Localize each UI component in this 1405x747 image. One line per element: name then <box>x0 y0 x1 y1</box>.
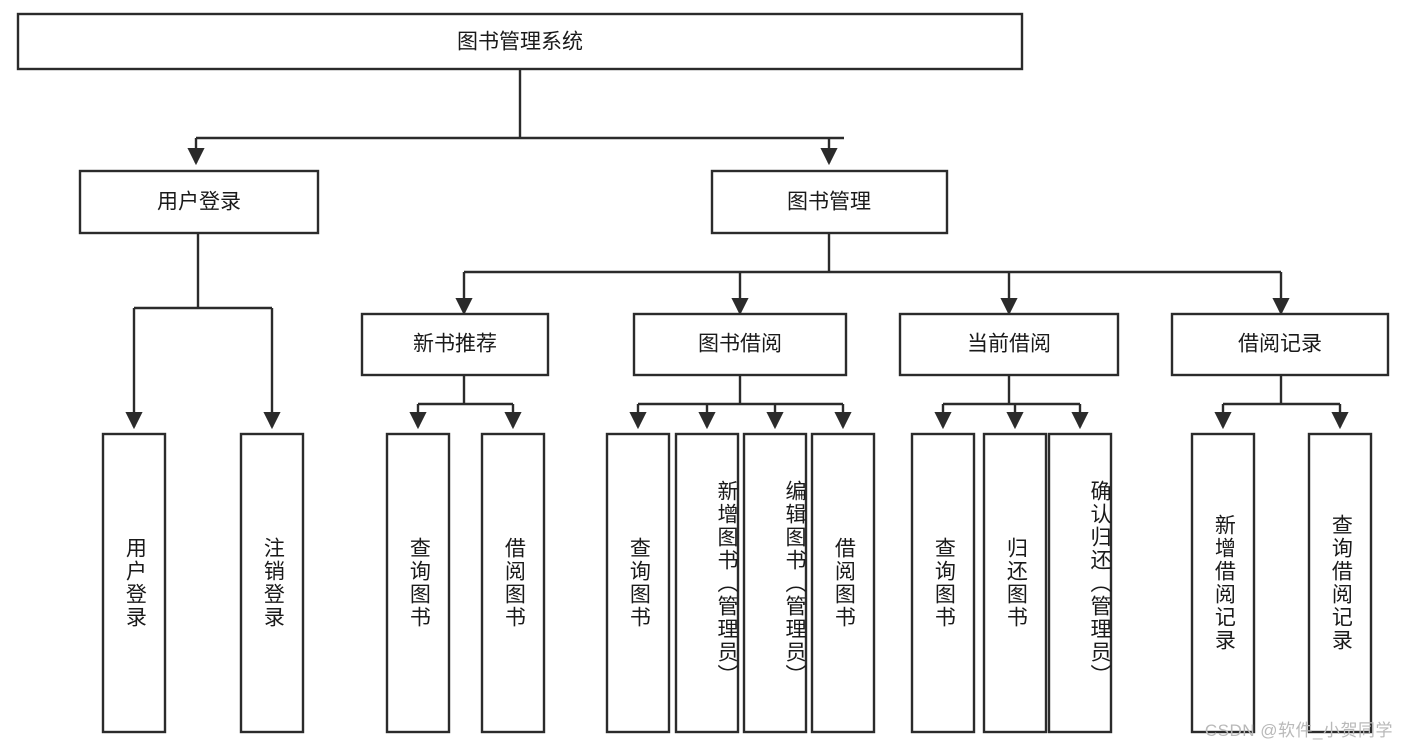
leaf-query-borrow-record-box[interactable] <box>1307 432 1373 734</box>
connector-currentborrow-to-leaves <box>934 375 1089 430</box>
node-root-label: 图书管理系统 <box>457 31 583 54</box>
node-book-manage-label: 图书管理 <box>787 191 871 214</box>
connector-bookborrow-to-leaves <box>629 375 852 430</box>
leaf-query-book-3-box[interactable] <box>910 432 976 734</box>
leaf-edit-book-box[interactable] <box>742 432 808 734</box>
leaf-add-borrow-record-box[interactable] <box>1190 432 1256 734</box>
leaf-add-book-box[interactable] <box>674 432 740 734</box>
node-user-login-box[interactable] <box>78 169 320 235</box>
node-borrow-record-label: 借阅记录 <box>1238 333 1322 356</box>
leaf-logout-login-box[interactable] <box>239 432 305 734</box>
node-root-box[interactable] <box>16 12 1024 71</box>
node-new-book-recommend-box[interactable] <box>360 312 550 377</box>
connector-userlogin-to-leaves <box>125 233 281 430</box>
leaf-return-book-box[interactable] <box>982 432 1048 734</box>
watermark-text: CSDN @软件_小贺同学 <box>1204 721 1393 740</box>
node-current-borrow-box[interactable] <box>898 312 1120 377</box>
node-book-borrow-label: 图书借阅 <box>698 333 782 356</box>
leaf-borrow-book-2-box[interactable] <box>810 432 876 734</box>
connector-newbook-to-leaves <box>409 375 522 430</box>
connector-borrowrecord-to-leaves <box>1214 375 1349 430</box>
connector-bookmanage-to-level3 <box>455 233 1290 316</box>
connector-root-to-level2 <box>187 69 844 166</box>
leaf-query-book-1-box[interactable] <box>385 432 451 734</box>
leaf-confirm-return-box[interactable] <box>1047 432 1113 734</box>
leaf-borrow-book-1-box[interactable] <box>480 432 546 734</box>
node-book-manage-box[interactable] <box>710 169 949 235</box>
node-user-login-label: 用户登录 <box>157 191 241 214</box>
leaf-query-book-2-box[interactable] <box>605 432 671 734</box>
node-current-borrow-label: 当前借阅 <box>967 333 1051 356</box>
node-book-borrow-box[interactable] <box>632 312 848 377</box>
leaf-user-login-box[interactable] <box>101 432 167 734</box>
node-new-book-recommend-label: 新书推荐 <box>413 333 497 356</box>
node-borrow-record-box[interactable] <box>1170 312 1390 377</box>
